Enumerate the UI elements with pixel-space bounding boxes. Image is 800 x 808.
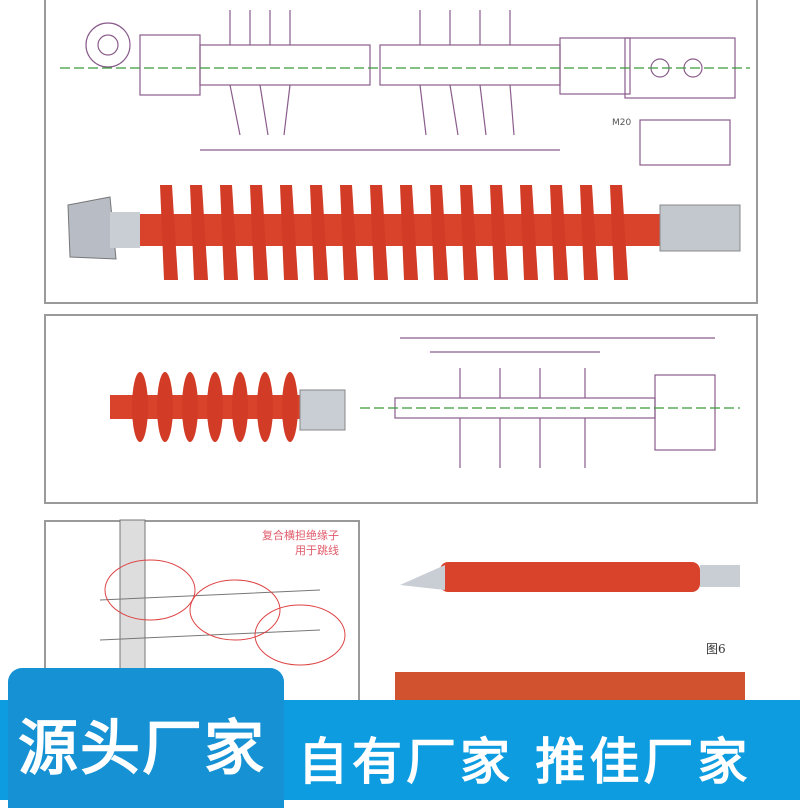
long-insulator-photo bbox=[67, 185, 741, 280]
top-technical-drawing bbox=[60, 10, 750, 166]
short-insulator-photo bbox=[110, 372, 346, 442]
figure-label: 图6 bbox=[706, 642, 726, 656]
promo-tab-label: 源头厂家 bbox=[18, 714, 266, 784]
annotation-note: 复合横担绝缘子 用于跳线 bbox=[262, 528, 339, 558]
annotation-line-2: 用于跳线 bbox=[295, 544, 339, 557]
annotation-line-1: 复合横担绝缘子 bbox=[262, 529, 339, 542]
crossarm-insulator-photo bbox=[395, 562, 745, 702]
promo-tab bbox=[8, 668, 284, 808]
middle-technical-drawing bbox=[360, 337, 740, 468]
bolt-label: M20 bbox=[612, 118, 632, 128]
promo-slogan: 自有厂家 推佳厂家 bbox=[298, 733, 752, 791]
